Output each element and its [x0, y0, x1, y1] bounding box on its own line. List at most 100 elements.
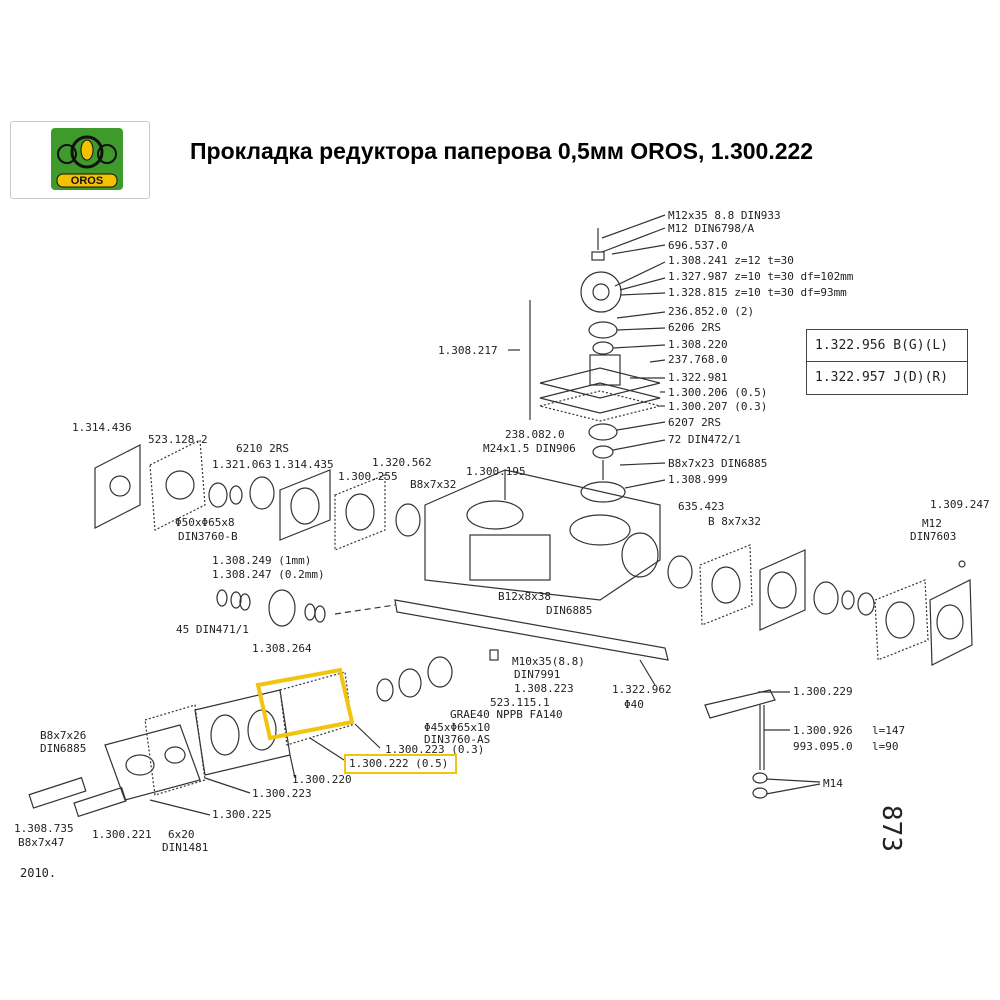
label-m12-bolt: M12x35 8.8 DIN933 — [668, 209, 781, 222]
flange-plate — [104, 724, 201, 801]
label-1308220: 1.308.220 — [668, 338, 728, 351]
label-din6885b: DIN6885 — [40, 742, 86, 755]
label-6210: 6210 2RS — [236, 442, 289, 455]
label-sprocket-1: 1.308.241 z=12 t=30 — [668, 254, 794, 267]
label-238: 238.082.0 — [505, 428, 565, 441]
page-number: 873 — [876, 805, 906, 852]
label-1320562: 1.320.562 — [372, 456, 432, 469]
label-1300206: 1.300.206 (0.5) — [668, 386, 767, 399]
label-6207: 6207 2RS — [668, 416, 721, 429]
label-din3760as: DIN3760-AS — [424, 733, 490, 746]
label-1300926: 1.300.926 — [793, 724, 853, 737]
label-1322962: 1.322.962 — [612, 683, 672, 696]
label-1308247: 1.308.247 (0.2mm) — [212, 568, 325, 581]
label-m14: M14 — [823, 777, 843, 790]
label-1300223-03: 1.300.223 (0.3) — [385, 743, 484, 756]
label-key-b8x7x47: B8x7x47 — [18, 836, 64, 849]
label-237: 237.768.0 — [668, 353, 728, 366]
label-key-b8x7x26: B8x7x26 — [40, 729, 86, 742]
label-key-b8x7x32: B8x7x32 — [410, 478, 456, 491]
label-1321063: 1.321.063 — [212, 458, 272, 471]
label-seal-45: Φ45xΦ65x10 — [424, 721, 490, 734]
label-m12: M12 — [922, 517, 942, 530]
bevel-gear-top — [580, 481, 626, 503]
label-1300229: 1.300.229 — [793, 685, 853, 698]
label-seal-50: Φ50xΦ65x8 — [175, 516, 235, 529]
label-grae40: GRAE40 NPPB FA140 — [450, 708, 563, 721]
label-din1481: DIN1481 — [162, 841, 208, 854]
label-1308735: 1.308.735 — [14, 822, 74, 835]
reference-box: 1.322.956 B(G)(L) 1.322.957 J(D)(R) — [806, 329, 968, 395]
label-key-b12: B12x8x38 — [498, 590, 551, 603]
label-1300220: 1.300.220 — [292, 773, 352, 786]
bevel-gear-right — [667, 555, 693, 589]
wheat-gear-icon: OROS — [56, 135, 118, 188]
label-circlip-72: 72 DIN472/1 — [668, 433, 741, 446]
bearing-6210-shape — [249, 476, 275, 510]
label-m12-nut: M12 DIN6798/A — [668, 222, 754, 235]
label-6206: 6206 2RS — [668, 321, 721, 334]
label-1314435: 1.314.435 — [274, 458, 334, 471]
left-cover-plate — [94, 444, 141, 529]
label-1300207: 1.300.207 (0.3) — [668, 400, 767, 413]
label-screw-6x20: 6x20 — [168, 828, 195, 841]
highlighted-part-label[interactable]: 1.300.222 (0.5) — [344, 754, 457, 774]
reference-row-2: 1.322.957 J(D)(R) — [815, 370, 949, 385]
part-labels: M12x35 8.8 DIN933 M12 DIN6798/A 696.537.… — [14, 209, 990, 854]
label-phi40: Φ40 — [624, 698, 644, 711]
bracket-bar — [704, 689, 776, 719]
logo-text: OROS — [71, 175, 103, 187]
label-key-b8x7x32b: B 8x7x32 — [708, 515, 761, 528]
label-1308264: 1.308.264 — [252, 642, 312, 655]
label-1300225: 1.300.225 — [212, 808, 272, 821]
label-635: 635.423 — [678, 500, 724, 513]
reference-row-1: 1.322.956 B(G)(L) — [807, 330, 967, 362]
label-din7991: DIN7991 — [514, 668, 560, 681]
label-993: 993.095.0 — [793, 740, 853, 753]
label-1314436: 1.314.436 — [72, 421, 132, 434]
top-cover-plate — [539, 367, 661, 399]
main-shaft — [394, 599, 669, 661]
nut-shape — [591, 251, 605, 261]
input-shaft-left — [28, 776, 87, 809]
label-1300223: 1.300.223 — [252, 787, 312, 800]
label-1300221: 1.300.221 — [92, 828, 152, 841]
label-din3760b: DIN3760-B — [178, 530, 238, 543]
label-din6885: DIN6885 — [546, 604, 592, 617]
label-1300255: 1.300.255 — [338, 470, 398, 483]
label-circlip-45: 45 DIN471/1 — [176, 623, 249, 636]
label-1308249: 1.308.249 (1mm) — [212, 554, 311, 567]
label-m10: M10x35(8.8) — [512, 655, 585, 668]
label-523115: 523.115.1 — [490, 696, 550, 709]
label-din7603: DIN7603 — [910, 530, 956, 543]
sprocket-shape — [580, 271, 622, 313]
label-696: 696.537.0 — [668, 239, 728, 252]
bevel-gear-left — [395, 503, 421, 537]
label-236: 236.852.0 (2) — [668, 305, 754, 318]
label-l147: l=147 — [872, 724, 905, 737]
highlighted-gasket[interactable] — [255, 667, 355, 741]
bearing-6207-shape — [588, 423, 618, 441]
bearing-right-shape — [813, 581, 839, 615]
label-sprocket-3: 1.328.815 z=10 t=30 df=93mm — [668, 286, 847, 299]
label-m24: M24x1.5 DIN906 — [483, 442, 576, 455]
label-l90: l=90 — [872, 740, 899, 753]
year-label: 2010. — [20, 866, 57, 880]
label-sprocket-2: 1.327.987 z=10 t=30 df=102mm — [668, 270, 854, 283]
label-1309247: 1.309.247 — [930, 498, 990, 511]
oros-logo-icon: OROS — [51, 128, 123, 190]
left-gasket — [149, 439, 206, 531]
bearing-grae40-shape — [398, 668, 422, 698]
right-cover-plate — [929, 579, 973, 666]
label-1308217: 1.308.217 — [438, 344, 498, 357]
label-1322981: 1.322.981 — [668, 371, 728, 384]
page-title: Прокладка редуктора паперова 0,5мм OROS,… — [190, 138, 814, 164]
brand-logo: OROS — [10, 121, 150, 199]
bevel-gear-middle — [268, 589, 296, 627]
label-1308999: 1.308.999 — [668, 473, 728, 486]
bearing-6206-shape — [588, 321, 618, 339]
label-1300195: 1.300.195 — [466, 465, 526, 478]
label-1308223: 1.308.223 — [514, 682, 574, 695]
label-523128: 523.128.2 — [148, 433, 208, 446]
